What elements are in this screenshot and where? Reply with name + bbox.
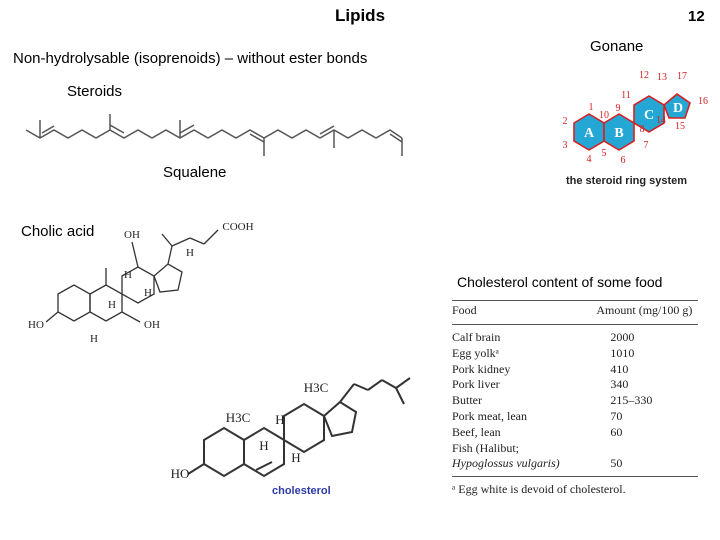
h-atom: H — [108, 299, 116, 311]
food-cell: Egg yolkᵃ — [452, 345, 499, 360]
ring-b-label: B — [614, 126, 623, 141]
gonane-label: Gonane — [590, 38, 644, 55]
atom-number: 8 — [640, 124, 645, 135]
h3c-group: H3C — [304, 380, 329, 395]
food-cell: Hypoglossus vulgaris) — [452, 456, 565, 478]
table-row: Pork kidney 410 — [452, 362, 698, 378]
table-row: Calf brain 2000 — [452, 325, 698, 346]
oh-group: OH — [124, 229, 140, 241]
atom-number: 5 — [602, 148, 607, 159]
cooh-group: COOH — [222, 221, 253, 233]
steroids-label: Steroids — [67, 83, 123, 100]
table-row: Pork meat, lean 70 — [452, 409, 698, 425]
h-atom: H — [186, 247, 194, 259]
table-header-row: Food Amount (mg/100 g) — [452, 300, 698, 325]
column-header-food: Food — [452, 300, 565, 325]
column-header-amount: Amount (mg/100 g) — [564, 300, 698, 325]
cholesterol-caption: cholesterol — [272, 485, 331, 497]
amount-cell: 1010 — [610, 345, 635, 360]
table-row: Fish (Halibut; — [452, 441, 698, 457]
h-atom: H — [275, 412, 284, 427]
atom-number: 3 — [563, 140, 568, 151]
h3c-group: H3C — [226, 410, 251, 425]
gonane-caption: the steroid ring system — [566, 175, 687, 187]
atom-number: 7 — [644, 140, 649, 151]
ring-a-label: A — [584, 126, 595, 141]
atom-number: 6 — [621, 155, 626, 166]
atom-number: 17 — [677, 71, 687, 82]
h-atom: H — [144, 287, 152, 299]
cholesterol-structure: H3C H3C HO H H H cholesterol — [171, 377, 411, 497]
ring-d-label: D — [673, 101, 683, 116]
cholic-acid-label: Cholic acid — [21, 223, 95, 240]
amount-cell: 2000 — [610, 330, 635, 344]
page-number: 12 — [688, 8, 705, 25]
atom-number: 15 — [675, 121, 685, 132]
gonane-structure: A B C D 1 2 3 4 5 6 7 8 9 10 11 12 13 14… — [563, 70, 709, 187]
h-atom: H — [90, 333, 98, 345]
squalene-structure — [25, 114, 403, 156]
cholesterol-table-title: Cholesterol content of some food — [457, 274, 663, 290]
ho-group: HO — [28, 319, 44, 331]
atom-number: 12 — [639, 70, 649, 81]
amount-cell: 410 — [610, 361, 629, 376]
amount-cell — [564, 441, 698, 457]
table-footnote: ᵃ Egg white is devoid of cholesterol. — [452, 482, 626, 497]
food-cell: Beef, lean — [452, 424, 501, 439]
table-row: Hypoglossus vulgaris) 50 — [452, 456, 698, 478]
table-row: Pork liver 340 — [452, 377, 698, 393]
amount-cell: 50 — [564, 456, 698, 478]
table-row: Beef, lean 60 — [452, 425, 698, 441]
food-cell: Butter — [452, 393, 482, 408]
food-cell: Calf brain — [452, 330, 501, 344]
oh-group: OH — [144, 319, 160, 331]
ho-group: HO — [171, 466, 190, 481]
atom-number: 1 — [589, 102, 594, 113]
page-title: Lipids — [334, 6, 386, 25]
table-row: Egg yolkᵃ 1010 — [452, 346, 698, 362]
amount-cell: 215–330 — [610, 393, 653, 408]
food-cell: Fish (Halibut; — [452, 440, 520, 455]
food-cell: Pork liver — [452, 377, 500, 392]
food-cell: Pork kidney — [452, 361, 511, 376]
amount-cell: 70 — [610, 408, 623, 423]
atom-number: 13 — [657, 72, 667, 83]
atom-number: 4 — [587, 154, 592, 165]
table-row: Butter 215–330 — [452, 393, 698, 409]
atom-number: 10 — [599, 110, 609, 121]
squalene-label: Squalene — [163, 164, 227, 181]
atom-number: 11 — [621, 90, 631, 101]
food-cell: Pork meat, lean — [452, 408, 527, 423]
h-atom: H — [291, 450, 300, 465]
cholic-acid-structure: OH COOH HO OH H H H H H — [28, 221, 254, 345]
section-subtitle: Non-hydrolysable (isoprenoids) – without… — [13, 50, 368, 67]
atom-number: 14 — [656, 115, 666, 126]
cholesterol-table: Food Amount (mg/100 g) Calf brain 2000 E… — [452, 300, 698, 497]
atom-number: 2 — [563, 116, 568, 127]
amount-cell: 60 — [610, 424, 623, 439]
atom-number: 9 — [616, 103, 621, 114]
cholesterol-table-grid: Food Amount (mg/100 g) Calf brain 2000 E… — [452, 300, 698, 478]
ring-c-label: C — [644, 108, 654, 123]
amount-cell: 340 — [610, 377, 629, 392]
atom-number: 16 — [698, 96, 708, 107]
h-atom: H — [259, 438, 268, 453]
h-atom: H — [124, 269, 132, 281]
